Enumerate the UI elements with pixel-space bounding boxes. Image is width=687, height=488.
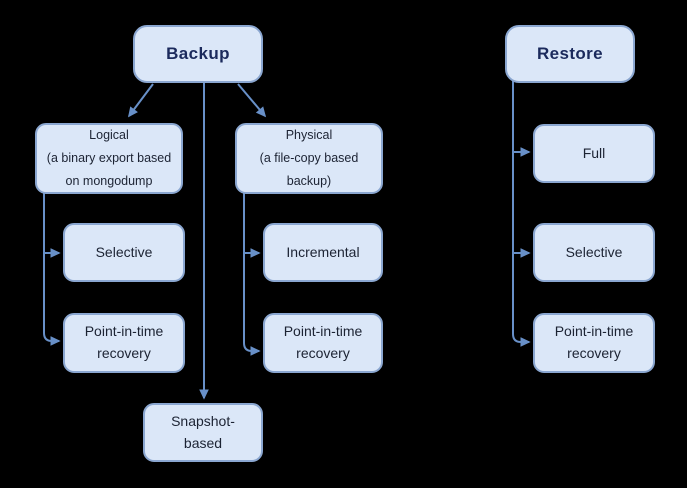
arrow-backup-to-physical bbox=[237, 83, 267, 118]
node-snapshot-based: Snapshot- based bbox=[143, 403, 263, 462]
node-physical-point-in-time-recovery: Point-in-time recovery bbox=[263, 313, 383, 373]
arrow-physical-to-point-in-time bbox=[243, 192, 261, 356]
node-backup: Backup bbox=[133, 25, 263, 83]
node-physical-backup: Physical (a file-copy based backup) bbox=[235, 123, 383, 194]
node-restore-selective: Selective bbox=[533, 223, 655, 282]
node-logical-point-in-time-recovery: Point-in-time recovery bbox=[63, 313, 185, 373]
node-restore: Restore bbox=[505, 25, 635, 83]
arrow-backup-to-logical bbox=[127, 83, 154, 118]
node-restore-point-in-time-recovery: Point-in-time recovery bbox=[533, 313, 655, 373]
arrow-restore-to-point-in-time bbox=[512, 81, 531, 347]
node-physical-incremental: Incremental bbox=[263, 223, 383, 282]
node-logical-selective: Selective bbox=[63, 223, 185, 282]
node-logical-backup: Logical (a binary export based on mongod… bbox=[35, 123, 183, 194]
arrow-logical-to-point-in-time bbox=[43, 192, 61, 346]
node-restore-full: Full bbox=[533, 124, 655, 183]
